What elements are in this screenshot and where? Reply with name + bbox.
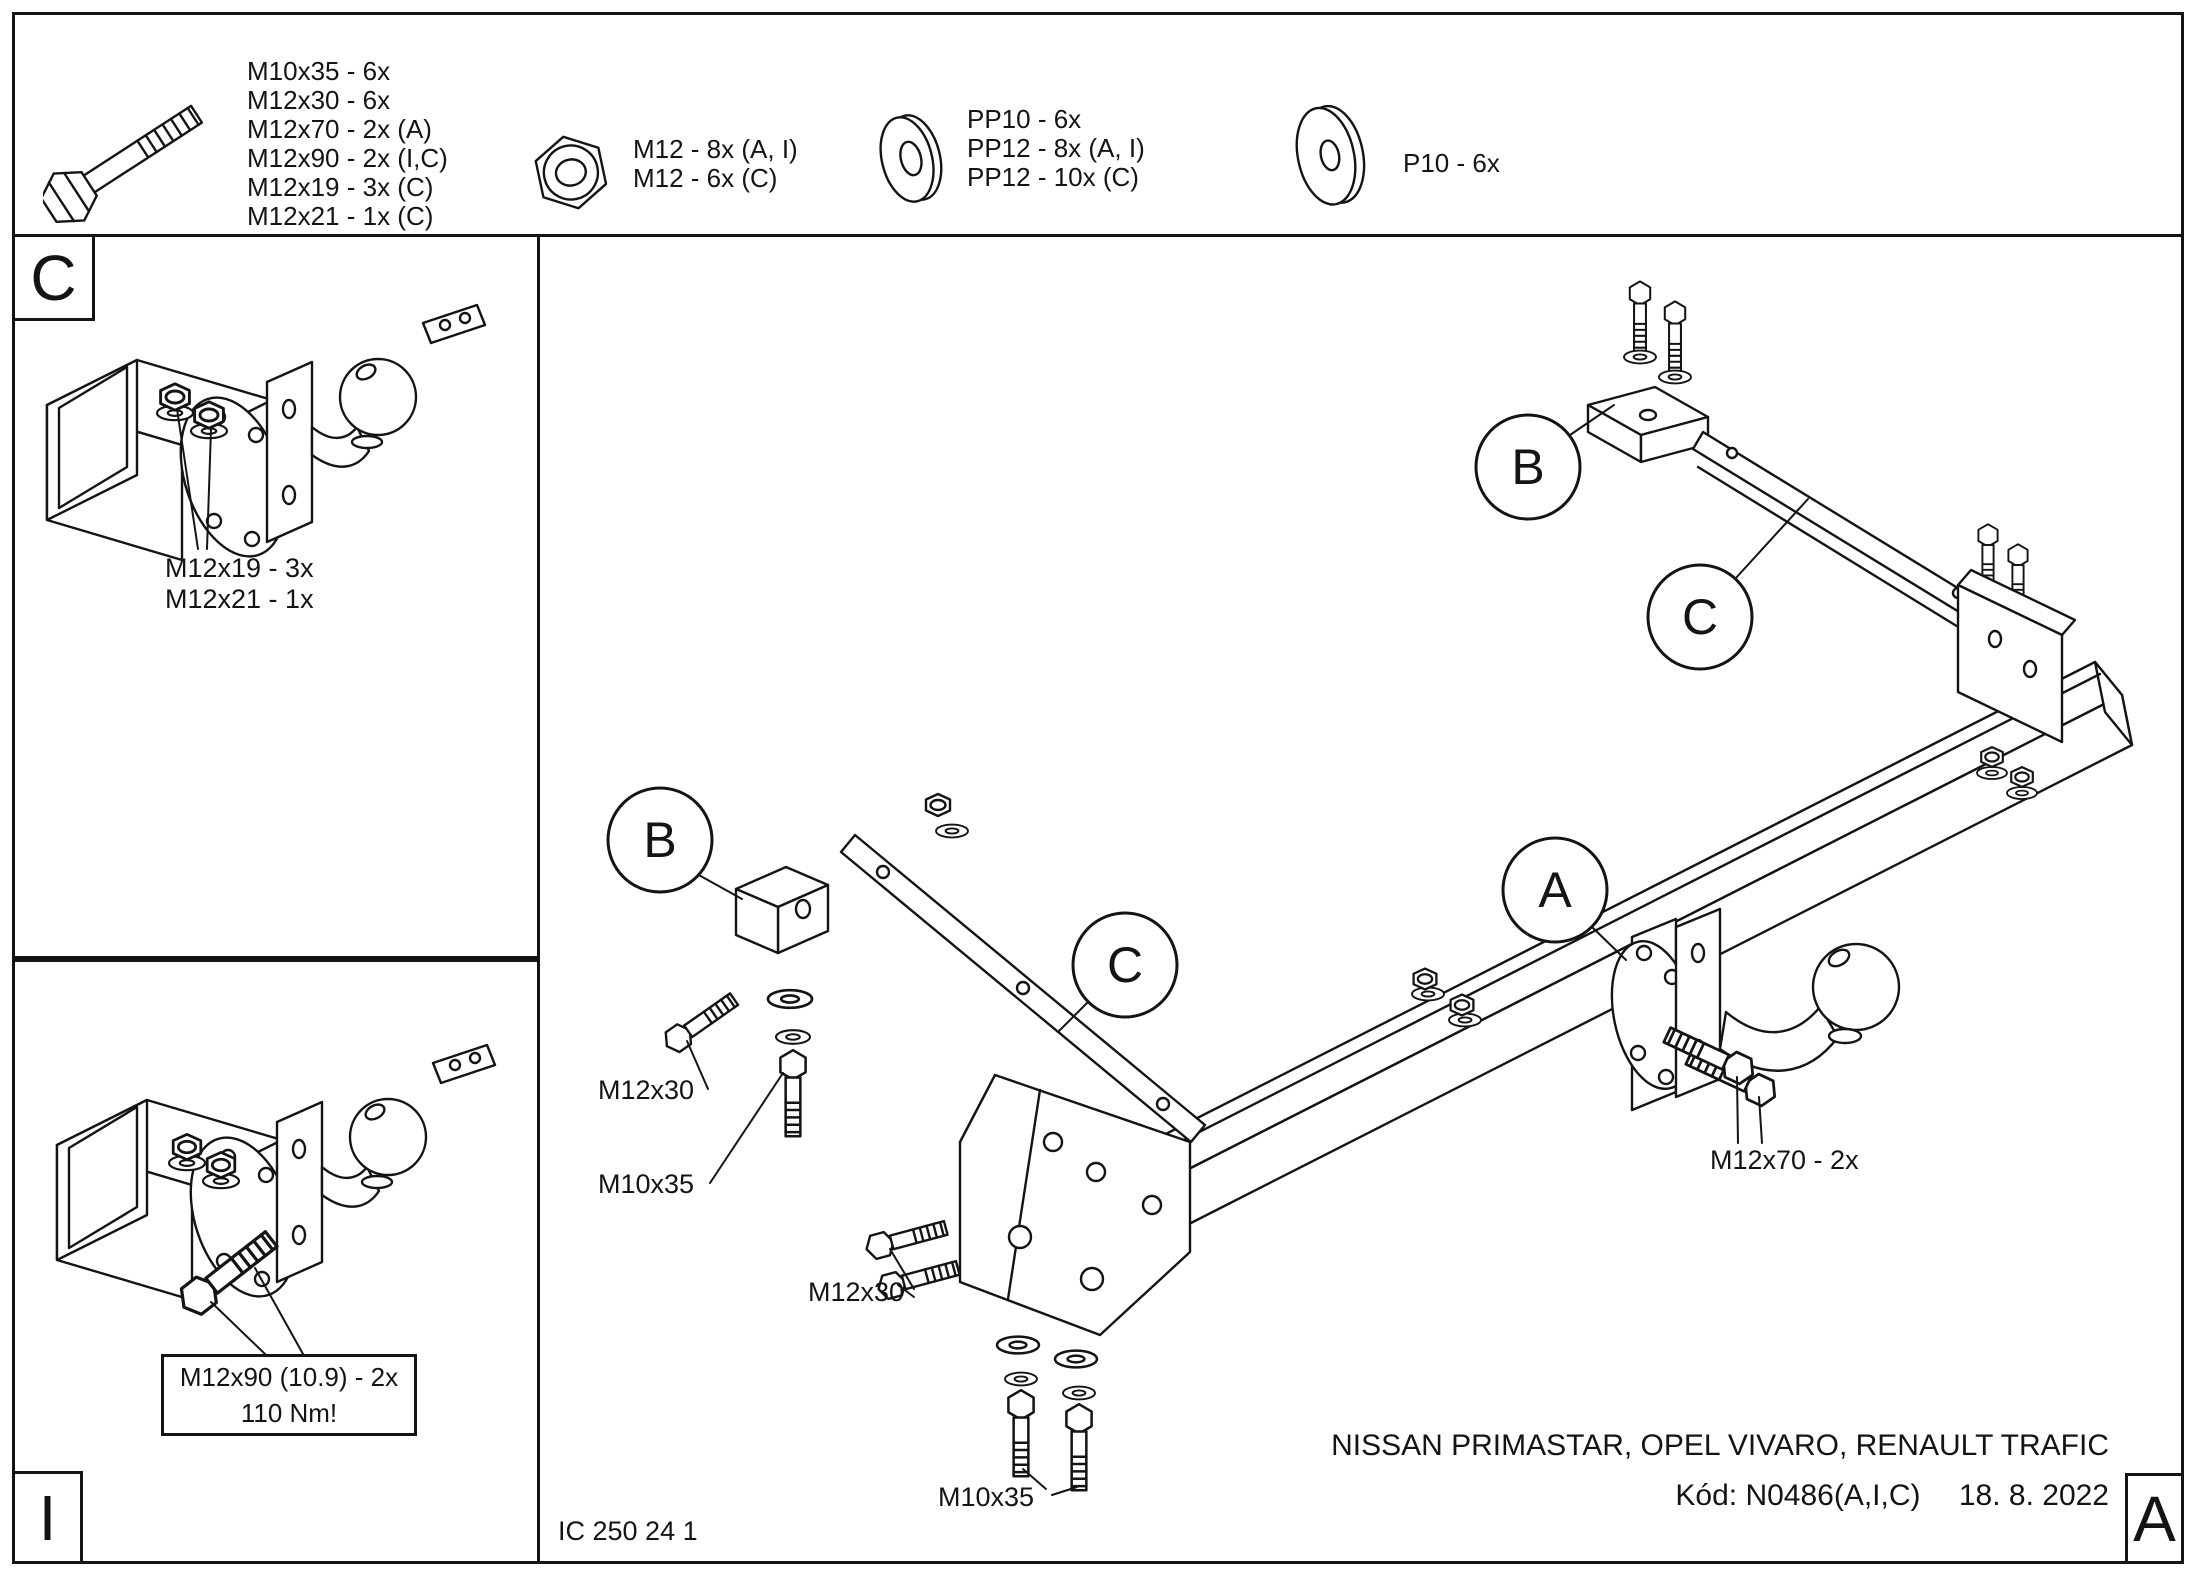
legend-line: M12x21 - 1x (C) bbox=[247, 201, 434, 231]
callout-letter-c-top: C bbox=[1682, 589, 1718, 645]
legend-line: PP10 - 6x bbox=[967, 104, 1082, 134]
callout-circle-c-mid bbox=[1071, 911, 1179, 1019]
callout-letter-b-top: B bbox=[1511, 439, 1544, 495]
panel-c-note-line: M12x19 - 3x bbox=[165, 553, 314, 583]
bolt-icon bbox=[43, 104, 204, 224]
doc-number: IC 250 24 1 bbox=[558, 1516, 698, 1546]
note-leaders bbox=[176, 408, 212, 550]
spring-washer-icon bbox=[879, 114, 943, 203]
hardware-legend-panel: M10x35 - 6x M12x30 - 6x M12x70 - 2x (A) … bbox=[12, 12, 2184, 237]
revision-letter: A bbox=[2133, 1482, 2176, 1555]
callout-letter-a: A bbox=[1538, 862, 1572, 918]
panel-c-letter-box: C bbox=[15, 237, 95, 321]
callout-letter-c-mid: C bbox=[1107, 937, 1143, 993]
legend-line: PP12 - 8x (A, I) bbox=[967, 133, 1145, 163]
legend-line: M12x70 - 2x (A) bbox=[247, 114, 432, 144]
small-washer-sizes-list: PP10 - 6x PP12 - 8x (A, I) PP12 - 10x (C… bbox=[967, 105, 1145, 192]
label-leaders bbox=[686, 1040, 1763, 1496]
panel-i-letter-box: I bbox=[15, 1471, 83, 1561]
main-assembly-panel: B C B C A M12x30 M10x35 M12x30 M10x35 M1… bbox=[537, 234, 2184, 1564]
detail-panel-i: I bbox=[12, 959, 540, 1564]
fastener-label-m12x30-bottom: M12x30 bbox=[808, 1277, 905, 1307]
panel-i-letter: I bbox=[38, 1481, 57, 1554]
legend-line: M10x35 - 6x bbox=[247, 56, 391, 86]
callout-circle-b-left bbox=[606, 786, 714, 894]
panel-c-note: M12x19 - 3x M12x21 - 1x bbox=[165, 553, 314, 615]
title-code-date-line: Kód: N0486(A,I,C) 18. 8. 2022 bbox=[1331, 1471, 2109, 1521]
nut-icon bbox=[534, 135, 608, 210]
legend-line: PP12 - 10x (C) bbox=[967, 162, 1139, 192]
bottom-plate bbox=[958, 1073, 1192, 1337]
fastener-label-m10x35-bottom: M10x35 bbox=[938, 1482, 1035, 1512]
fastener-label-m12x30-left: M12x30 bbox=[598, 1075, 695, 1105]
receiver-tube bbox=[55, 1098, 284, 1302]
legend-line: P10 - 6x bbox=[1403, 148, 1500, 178]
legend-line: M12 - 6x (C) bbox=[633, 163, 778, 193]
panel-c-note-line: M12x21 - 1x bbox=[165, 584, 314, 614]
tow-ball bbox=[348, 1097, 428, 1177]
top-bracket bbox=[1586, 280, 1710, 464]
callout-circle-c-top bbox=[1646, 563, 1754, 671]
panel-c-drawing bbox=[45, 303, 487, 562]
detail-panel-c: C bbox=[12, 234, 540, 959]
bolt-sizes-list: M10x35 - 6x M12x30 - 6x M12x70 - 2x (A) … bbox=[247, 57, 448, 231]
tow-ball bbox=[338, 357, 418, 437]
torque-note-line: M12x90 (10.9) - 2x bbox=[179, 1362, 399, 1392]
title-block: NISSAN PRIMASTAR, OPEL VIVARO, RENAULT T… bbox=[1331, 1421, 2109, 1521]
large-washer-sizes-list: P10 - 6x bbox=[1403, 149, 1500, 178]
nut-sizes-list: M12 - 8x (A, I) M12 - 6x (C) bbox=[633, 135, 798, 193]
fastener-label-m10x35-left: M10x35 bbox=[598, 1169, 695, 1199]
title-code: Kód: N0486(A,I,C) bbox=[1675, 1479, 1921, 1512]
flange-and-ball bbox=[179, 303, 487, 558]
flat-washer-icon bbox=[1295, 104, 1366, 206]
callout-circle-a bbox=[1501, 836, 1609, 944]
panel-i-drawing bbox=[55, 1043, 497, 1355]
right-bracket bbox=[1956, 523, 2077, 800]
tow-ball bbox=[1811, 942, 1901, 1032]
callout-letter-b-left: B bbox=[643, 812, 676, 868]
left-bracket bbox=[658, 865, 830, 1138]
torque-note-line: 110 Nm! bbox=[240, 1398, 338, 1428]
note-leaders bbox=[210, 1267, 304, 1355]
callouts: B C B C A bbox=[606, 404, 1809, 1033]
fastener-label-m12x70: M12x70 - 2x bbox=[1710, 1145, 1859, 1175]
legend-line: M12x90 - 2x (I,C) bbox=[247, 143, 448, 173]
legend-line: M12x30 - 6x bbox=[247, 85, 391, 115]
callout-circle-b-top bbox=[1474, 413, 1582, 521]
legend-line: M12x19 - 3x (C) bbox=[247, 172, 434, 202]
title-date: 18. 8. 2022 bbox=[1958, 1479, 2109, 1512]
legend-line: M12 - 8x (A, I) bbox=[633, 134, 798, 164]
assembly-drawing: B C B C A bbox=[606, 280, 2134, 1496]
panel-c-letter: C bbox=[30, 241, 77, 314]
revision-letter-box: A bbox=[2125, 1473, 2181, 1561]
ball-mount bbox=[1610, 907, 1901, 1112]
torque-note-box: M12x90 (10.9) - 2x 110 Nm! bbox=[161, 1354, 417, 1436]
title-vehicles: NISSAN PRIMASTAR, OPEL VIVARO, RENAULT T… bbox=[1331, 1429, 2109, 1462]
